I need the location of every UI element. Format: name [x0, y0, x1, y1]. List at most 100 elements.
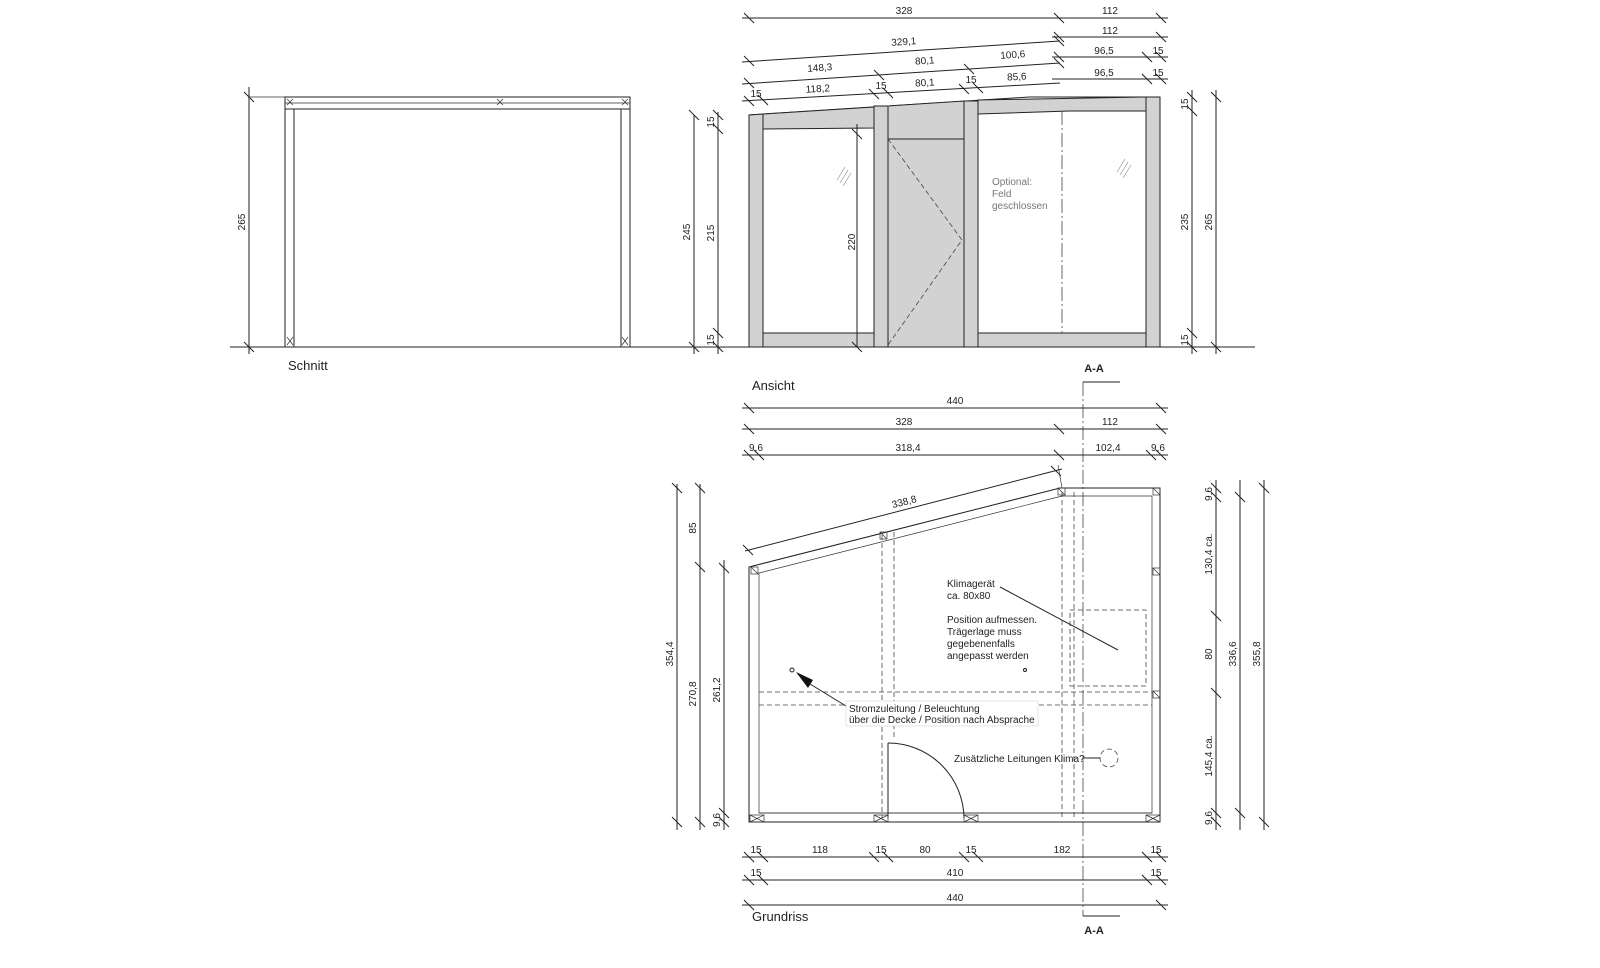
extra-lines-note: Zusätzliche Leitungen Klima? [954, 754, 1085, 765]
section-height-dim: 265 [237, 213, 248, 230]
elev-top-r5e: 15 [965, 75, 977, 86]
elev-door-height-dim: 220 [847, 233, 858, 250]
elev-top-r5g: 96,5 [1094, 68, 1114, 79]
elev-left-total-dim: 245 [682, 223, 693, 240]
plan-top-r3a: 9,6 [749, 443, 763, 454]
section-view: 265 Schnitt [230, 87, 1255, 373]
plan-right-total: 355,8 [1252, 641, 1263, 666]
glass-hatch-left [836, 166, 852, 187]
elevation-door-panel [887, 100, 965, 348]
elev-top-r1a: 328 [896, 6, 913, 17]
plan-top-r3d: 9,6 [1151, 443, 1165, 454]
section-left-post [284, 108, 295, 348]
plan-top-r1: 440 [947, 396, 964, 407]
elev-right-top-dim: 15 [1180, 98, 1191, 110]
plan-title: Grundriss [752, 909, 809, 924]
cut-mark-bottom: A-A [1084, 925, 1104, 937]
plan-top-diag: 338,8 [891, 494, 918, 511]
plan-bottom-r1e: 15 [965, 845, 977, 856]
pos-note-1: Position aufmessen. [947, 615, 1037, 626]
ac-note-1: Klimagerät [947, 579, 995, 590]
elev-top-r5b: 118,2 [805, 83, 830, 95]
glass-hatch-right [1116, 158, 1132, 179]
ac-note-2: ca. 80x80 [947, 591, 991, 602]
power-leader [809, 683, 847, 707]
power-arrow-head [796, 672, 813, 688]
elevation-right-post [1145, 96, 1161, 348]
optional-note-2: Feld [992, 189, 1011, 200]
plan-bottom-r2c: 15 [1150, 868, 1162, 879]
door-swing-lines [887, 138, 963, 346]
plan-post-markers [749, 487, 1161, 823]
plan-top-r3b: 318,4 [895, 443, 920, 454]
plan-bottom-r2b: 410 [947, 868, 964, 879]
elevation-post-3 [963, 100, 979, 348]
plan-left-mid: 270,8 [688, 681, 699, 706]
elev-top-r3c: 15 [1152, 46, 1164, 57]
elev-top-r5c: 15 [875, 81, 887, 92]
cut-mark-top: A-A [1084, 363, 1104, 375]
plan-top-r2b: 112 [1102, 417, 1118, 428]
plan-bottom-r3: 440 [947, 893, 964, 904]
plan-bottom-r2a: 15 [750, 868, 762, 879]
plan-bottom-r1f: 182 [1054, 845, 1071, 856]
extra-lines-symbol [1099, 748, 1119, 768]
elevation-top-rail-2 [977, 96, 1147, 115]
plan-inner-wall [758, 495, 1153, 814]
plan-right-top: 9,6 [1204, 487, 1215, 501]
optional-note-1: Optional: [992, 177, 1032, 188]
plan-bottom-r1b: 118 [812, 845, 828, 856]
plan-view: Klimagerät ca. 80x80 Position aufmessen.… [665, 396, 1270, 924]
plan-left-total: 354,4 [665, 641, 676, 666]
elev-right-mid-dim: 235 [1180, 213, 1191, 230]
power-note-1: Stromzuleitung / Beleuchtung [849, 704, 980, 715]
elev-top-r3b: 96,5 [1094, 46, 1114, 57]
power-note-2: über die Decke / Position nach Absprache [849, 715, 1035, 726]
elev-top-r4c: 100,6 [1000, 49, 1026, 62]
plan-right-inner-total: 336,6 [1228, 641, 1239, 666]
plan-bottom-r1g: 15 [1150, 845, 1162, 856]
elev-top-r5h: 15 [1152, 68, 1164, 79]
section-fixings [286, 98, 629, 346]
elevation-title: Ansicht [752, 378, 795, 393]
plan-top-r3c: 102,4 [1095, 443, 1120, 454]
plan-bottom-r1a: 15 [750, 845, 762, 856]
elev-right-bottom-dim: 15 [1180, 334, 1191, 346]
elev-left-mid-dim: 215 [706, 224, 717, 241]
elev-right-total-dim: 265 [1204, 213, 1215, 230]
section-title: Schnitt [288, 358, 328, 373]
plan-right-bottom: 9,6 [1204, 811, 1215, 825]
elev-top-r2a: 112 [1102, 26, 1118, 37]
plan-bottom-r1d: 80 [919, 845, 931, 856]
elevation-post-2 [873, 105, 889, 348]
optional-note-3: geschlossen [992, 201, 1048, 212]
elev-top-r4b: 80,1 [915, 55, 936, 67]
plan-top-r2a: 328 [896, 417, 913, 428]
elev-top-r4a: 148,3 [807, 62, 833, 75]
power-point [789, 667, 795, 673]
elev-top-r3a: 329,1 [891, 36, 917, 49]
elev-left-bottom-dim: 15 [706, 334, 717, 346]
elevation-view: 220 Optional: Feld geschlossen 245 15 21… [682, 6, 1222, 393]
plan-bottom-r1c: 15 [875, 845, 887, 856]
plan-left-inner: 261,2 [712, 677, 723, 702]
plan-right-lower: 145,4 ca. [1204, 735, 1215, 776]
pos-note-4: angepasst werden [947, 651, 1029, 662]
elev-top-r5a: 15 [750, 89, 762, 100]
plan-left-top: 85 [688, 522, 699, 534]
ac-unit-outline [1069, 609, 1147, 687]
plan-left-bottom: 9,6 [712, 813, 723, 827]
cut-line-aa: A-A A-A [1082, 363, 1120, 937]
elev-left-top-dim: 15 [706, 116, 717, 128]
plan-right-middle: 80 [1204, 648, 1215, 660]
elev-top-r5f: 85,6 [1007, 71, 1028, 83]
elev-top-r1b: 112 [1102, 6, 1118, 17]
section-right-post [620, 108, 631, 348]
door-swing-arc [887, 742, 965, 819]
elev-top-r5d: 80,1 [915, 77, 936, 89]
pos-note-3: gegebenenfalls [947, 639, 1015, 650]
elevation-bottom-rail-2 [977, 332, 1147, 348]
ac-leader [999, 586, 1119, 651]
plan-outer-wall [748, 487, 1161, 823]
